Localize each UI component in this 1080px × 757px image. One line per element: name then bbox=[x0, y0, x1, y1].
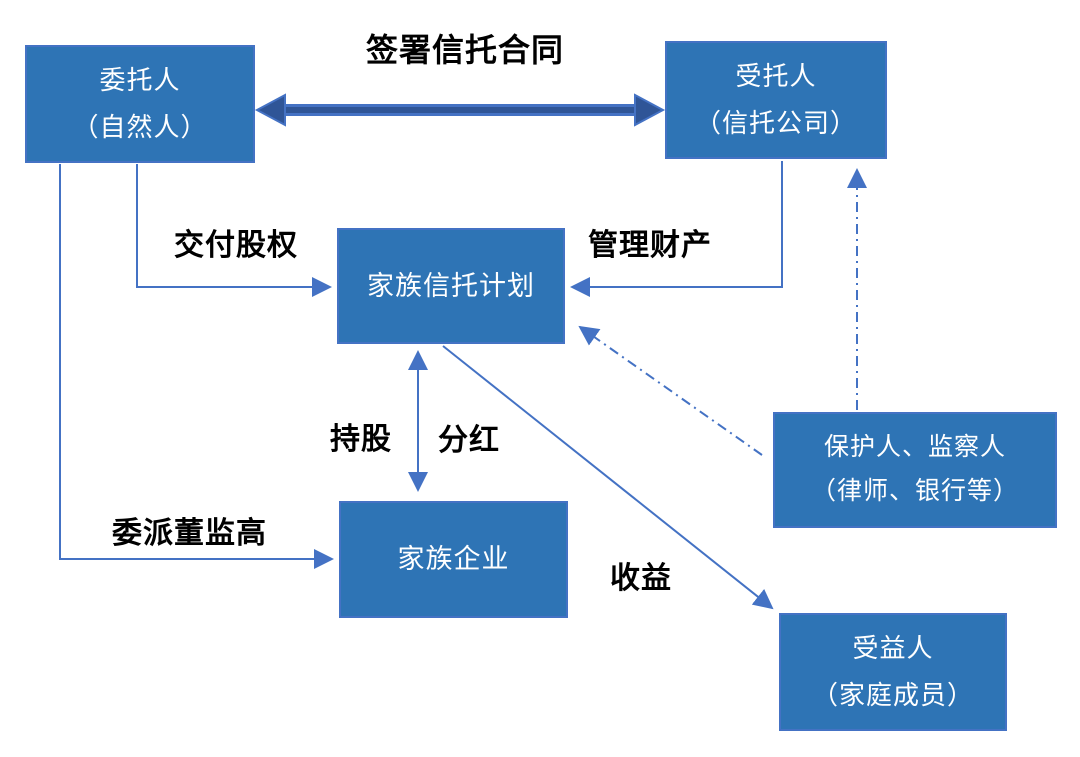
node-trustee: 受托人 （信托公司） bbox=[665, 41, 887, 159]
node-beneficiary-line2: （家庭成员） bbox=[811, 680, 974, 710]
node-protector-line2: （律师、银行等） bbox=[810, 477, 1019, 505]
node-family-business: 家族企业 bbox=[339, 501, 568, 618]
edge-label-sign-contract: 签署信托合同 bbox=[365, 32, 564, 68]
edge-label-appoint-executives: 委派董监高 bbox=[112, 517, 267, 550]
node-trust-plan: 家族信托计划 bbox=[337, 228, 565, 344]
arrow-income bbox=[442, 345, 774, 610]
edge-label-deliver-equity: 交付股权 bbox=[174, 229, 298, 262]
node-family-business-line1: 家族企业 bbox=[397, 544, 510, 575]
arrow-protector-to-trust-plan bbox=[578, 325, 763, 456]
edge-label-dividends: 分红 bbox=[438, 424, 500, 457]
arrow-appoint-executives bbox=[59, 164, 334, 569]
node-beneficiary: 受益人 （家庭成员） bbox=[779, 613, 1007, 731]
edge-label-hold-shares: 持股 bbox=[330, 423, 392, 456]
node-trustee-line2: （信托公司） bbox=[694, 108, 857, 138]
node-trust-plan-line1: 家族信托计划 bbox=[367, 270, 535, 301]
arrow-deliver-equity bbox=[136, 164, 332, 297]
arrow-sign-contract bbox=[254, 93, 666, 127]
node-settlor: 委托人 （自然人） bbox=[25, 45, 255, 163]
node-settlor-line1: 委托人 bbox=[99, 65, 181, 96]
edge-label-income: 收益 bbox=[610, 562, 672, 595]
arrow-manage-property bbox=[570, 161, 783, 297]
node-protector-line1: 保护人、监察人 bbox=[823, 433, 1006, 462]
edge-label-manage-property: 管理财产 bbox=[588, 229, 712, 262]
node-beneficiary-line1: 受益人 bbox=[852, 633, 934, 664]
node-settlor-line2: （自然人） bbox=[72, 112, 208, 142]
node-trustee-line1: 受托人 bbox=[735, 61, 817, 92]
node-protector: 保护人、监察人 （律师、银行等） bbox=[773, 412, 1057, 528]
